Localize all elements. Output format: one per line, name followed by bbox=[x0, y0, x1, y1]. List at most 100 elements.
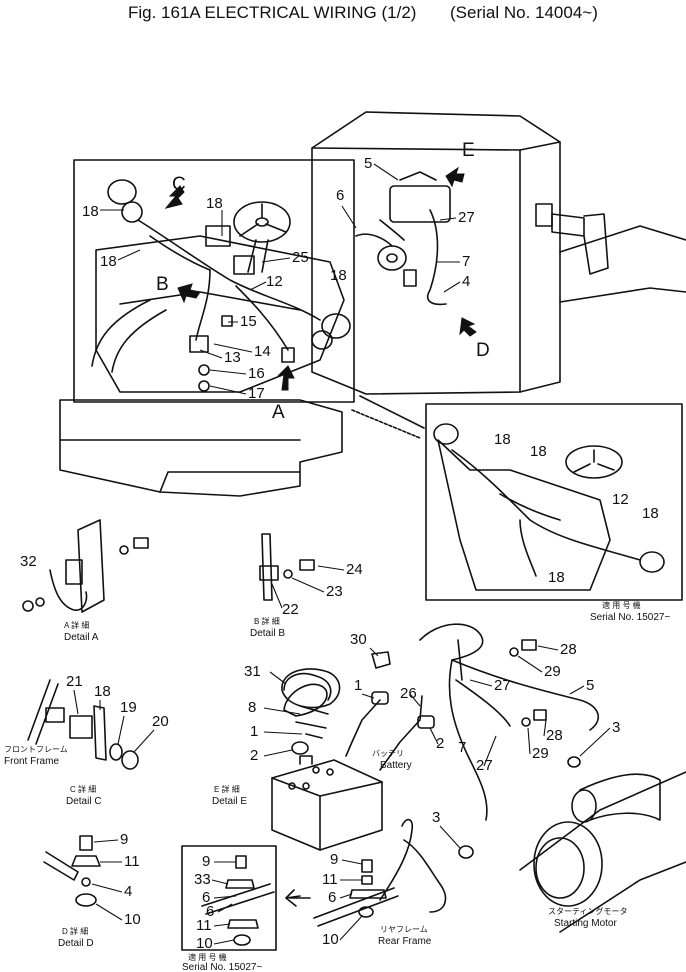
callout-3b: 3 bbox=[432, 809, 440, 826]
callout-18e: 18 bbox=[494, 431, 511, 448]
callout-9b: 9 bbox=[330, 851, 338, 868]
detail-a-jp: A 詳 細 bbox=[64, 620, 89, 630]
callout-6a: 6 bbox=[336, 187, 344, 204]
callout-11c: 11 bbox=[196, 917, 212, 934]
detail-d-jp: D 詳 細 bbox=[62, 926, 88, 936]
callout-18b: 18 bbox=[100, 253, 117, 270]
view-label-b: B bbox=[156, 274, 169, 295]
callout-16: 16 bbox=[248, 365, 265, 382]
callout-33: 33 bbox=[194, 871, 211, 888]
callout-31: 31 bbox=[244, 663, 261, 680]
callout-9c: 9 bbox=[202, 853, 210, 870]
serial-range: (Serial No. 14004~) bbox=[450, 3, 598, 22]
serial-inset-lower-label: Serial No. 15027~ bbox=[182, 962, 262, 972]
callout-8: 8 bbox=[248, 699, 256, 716]
callout-24: 24 bbox=[346, 561, 363, 578]
callout-21: 21 bbox=[66, 673, 83, 690]
callout-3a: 3 bbox=[612, 719, 620, 736]
callout-28a: 28 bbox=[560, 641, 577, 658]
detail-c-drawing bbox=[27, 679, 139, 770]
callout-32: 32 bbox=[20, 553, 37, 570]
callout-20: 20 bbox=[152, 713, 169, 730]
battery-jp: バッテリ bbox=[372, 749, 404, 758]
battery-label: Battery bbox=[380, 760, 412, 771]
starting-motor-drawing bbox=[379, 771, 686, 933]
front-frame-jp: フロントフレーム bbox=[4, 745, 68, 754]
detail-e-label: Detail E bbox=[212, 796, 247, 807]
callout-18i: 18 bbox=[94, 683, 111, 700]
callout-18c: 18 bbox=[206, 195, 223, 212]
callout-4a: 4 bbox=[462, 273, 470, 290]
detail-d-drawing bbox=[43, 835, 101, 907]
callout-19: 19 bbox=[120, 699, 137, 716]
callout-1b: 1 bbox=[250, 723, 258, 740]
callout-28b: 28 bbox=[546, 727, 563, 744]
detail-b-label: Detail B bbox=[250, 628, 285, 639]
callout-18a: 18 bbox=[82, 203, 99, 220]
callout-5a: 5 bbox=[364, 155, 372, 172]
callout-13: 13 bbox=[224, 349, 241, 366]
callout-2b: 2 bbox=[436, 735, 444, 752]
serial-inset-lower-jp: 適 用 号 機 bbox=[188, 952, 227, 962]
rear-components bbox=[355, 171, 451, 306]
callout-18g: 18 bbox=[642, 505, 659, 522]
rear-frame-jp: リヤフレーム bbox=[380, 925, 428, 934]
serial-inset-upper-label: Serial No. 15027~ bbox=[590, 612, 670, 623]
detail-b-drawing bbox=[259, 533, 315, 601]
callout-18f: 18 bbox=[530, 443, 547, 460]
detail-e-drawing bbox=[271, 623, 600, 859]
starting-motor-jp: スターティングモータ bbox=[548, 906, 628, 916]
hollow-arrow bbox=[285, 889, 311, 907]
callout-10a: 10 bbox=[124, 911, 141, 928]
callout-10b: 10 bbox=[322, 931, 339, 948]
callout-18h: 18 bbox=[548, 569, 565, 586]
callout-29a: 29 bbox=[544, 663, 561, 680]
callout-6d: 6 bbox=[206, 903, 214, 920]
detail-c-jp: C 詳 細 bbox=[70, 784, 96, 794]
callout-7a: 7 bbox=[462, 253, 470, 270]
callout-29b: 29 bbox=[532, 745, 549, 762]
view-label-e: E bbox=[462, 140, 475, 161]
callout-9a: 9 bbox=[120, 831, 128, 848]
callout-25: 25 bbox=[292, 249, 309, 266]
view-label-d: D bbox=[476, 340, 490, 361]
machine-body bbox=[59, 111, 686, 497]
serial-inset-lower bbox=[181, 845, 277, 951]
detail-a-drawing bbox=[22, 519, 149, 613]
rear-frame-drawing bbox=[313, 839, 447, 927]
serial-inset-upper-jp: 適 用 号 機 bbox=[602, 600, 641, 610]
callout-14: 14 bbox=[254, 343, 271, 360]
callout-12b: 12 bbox=[612, 491, 629, 508]
detail-d-label: Detail D bbox=[58, 938, 94, 949]
callout-6c: 6 bbox=[202, 889, 210, 906]
callout-30: 30 bbox=[350, 631, 367, 648]
detail-c-label: Detail C bbox=[66, 796, 102, 807]
callout-7b: 7 bbox=[458, 739, 466, 756]
callout-23: 23 bbox=[326, 583, 343, 600]
callout-18d: 18 bbox=[330, 267, 347, 284]
detail-a-label: Detail A bbox=[64, 632, 99, 643]
callout-11b: 11 bbox=[322, 871, 338, 888]
serial-inset-upper bbox=[425, 403, 683, 601]
callout-1a: 1 bbox=[354, 677, 362, 694]
view-arrows bbox=[164, 166, 477, 391]
callout-22: 22 bbox=[282, 601, 299, 618]
detail-b-jp: B 詳 細 bbox=[254, 616, 280, 626]
callout-5b: 5 bbox=[586, 677, 594, 694]
rear-frame-label: Rear Frame bbox=[378, 936, 432, 947]
callout-11a: 11 bbox=[124, 853, 140, 870]
starting-motor-label: Starting Motor bbox=[554, 918, 617, 929]
figure-title: Fig. 161A ELECTRICAL WIRING (1/2) bbox=[128, 3, 416, 22]
callout-6b: 6 bbox=[328, 889, 336, 906]
cover-31-drawing bbox=[281, 668, 341, 709]
callout-12a: 12 bbox=[266, 273, 283, 290]
callout-17: 17 bbox=[248, 385, 265, 402]
detail-e-jp: E 詳 細 bbox=[214, 784, 240, 794]
cab-inset bbox=[73, 159, 355, 403]
callout-10c: 10 bbox=[196, 935, 213, 952]
callout-27a: 27 bbox=[458, 209, 475, 226]
callout-4b: 4 bbox=[124, 883, 132, 900]
view-label-c: C bbox=[172, 174, 186, 195]
view-label-a: A bbox=[272, 402, 285, 423]
